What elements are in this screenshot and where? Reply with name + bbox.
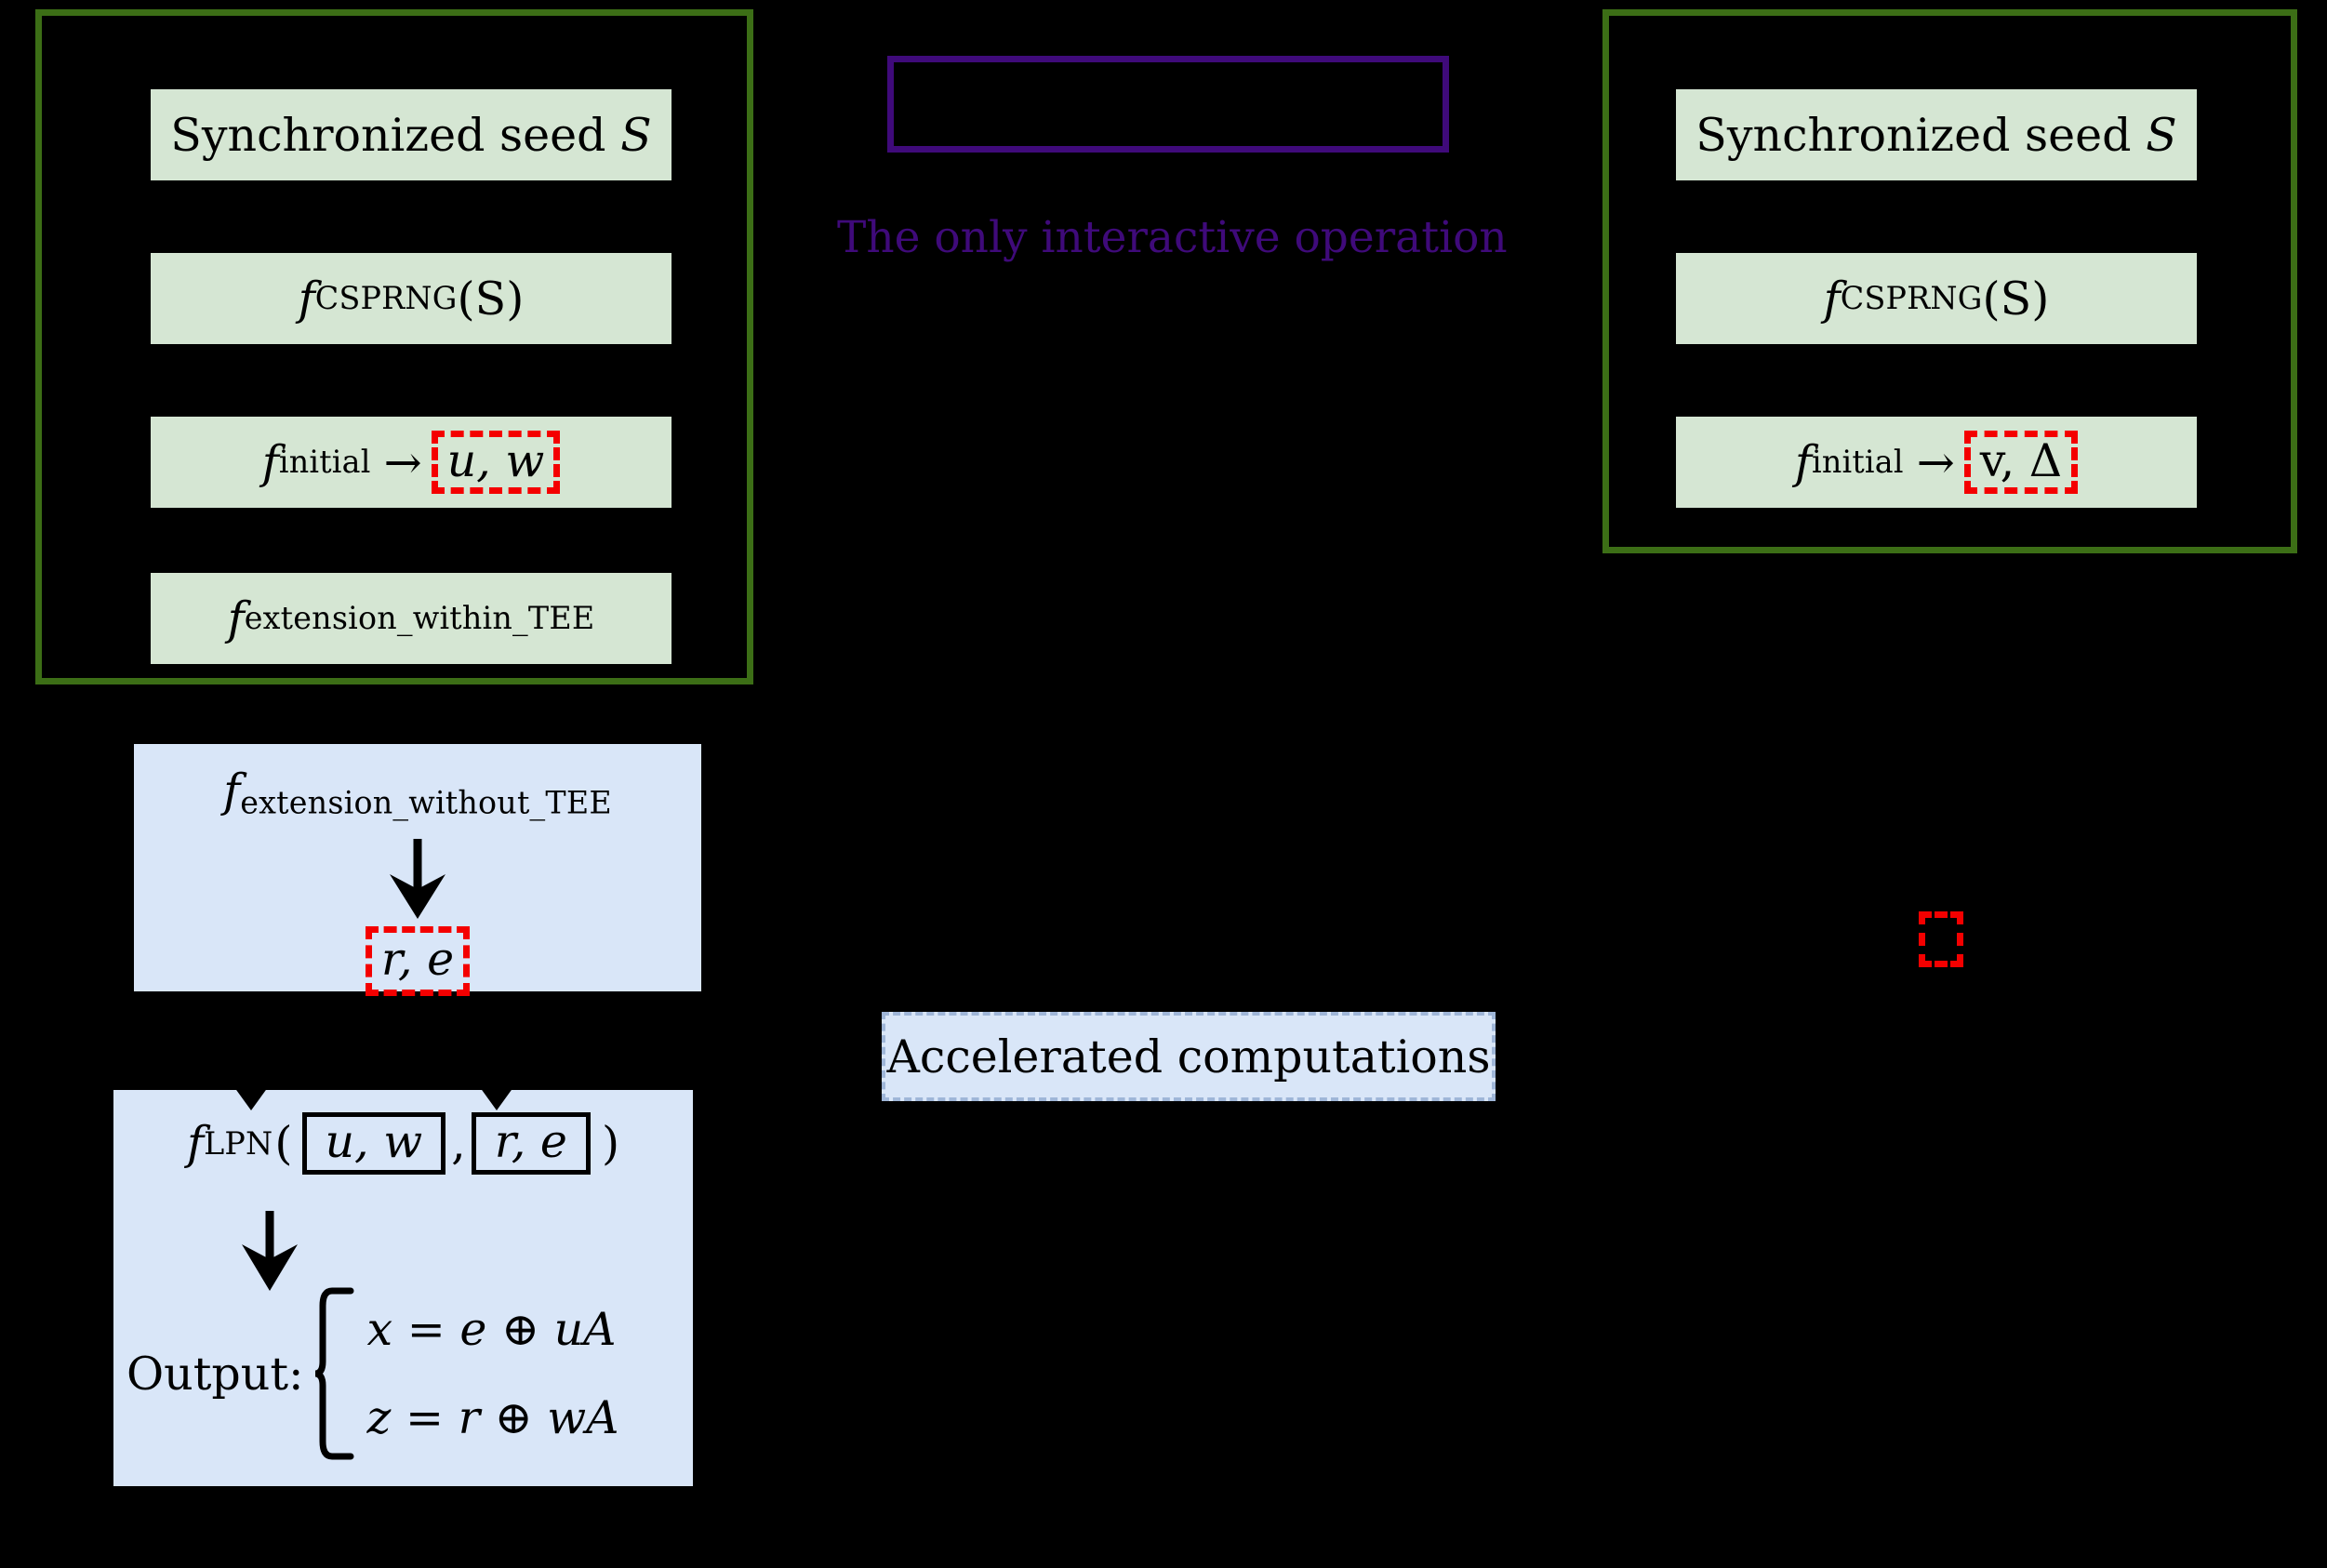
interactive-operation-label: The only interactive operation [837,212,1508,263]
accelerated-computations-label: Accelerated computations [886,1030,1491,1083]
right-party-green-frame [1602,9,2297,553]
right-initial-sub: initial [1811,444,1904,481]
ext-without-sub: extension_without_TEE [240,784,612,821]
left-initial-f: f [261,435,279,489]
interactive-operation-box[interactable] [887,56,1449,153]
left-ext-f: f [227,591,245,645]
right-initial-highlight: v, Δ [1963,431,2079,494]
lpn-output-equations: x = e ⊕ uA z = r ⊕ wA [367,1303,619,1444]
right-csprng-f: f [1823,272,1841,326]
right-seed-text: Synchronized seed [1695,108,2132,162]
left-csprng-f: f [298,272,315,326]
left-seed-var: S [620,108,652,162]
lpn-output-eq-1: x = e ⊕ uA [366,1303,617,1356]
left-initial-arrow-icon: → [383,435,422,489]
right-csprng-arg: (S) [1982,272,2050,326]
lpn-output-eq-2: z = r ⊕ wA [366,1391,619,1444]
right-seed-var: S [2146,108,2177,162]
lpn-arg2-incoming-arrow-icon [469,1075,525,1112]
extension-without-tee-down-arrow-icon [371,837,464,921]
right-synchronized-seed-cell: Synchronized seed S [1676,89,2197,180]
left-party-green-frame [35,9,753,684]
left-initial-highlight: u, w [431,431,561,494]
lpn-output-row: Output: x = e ⊕ uA z = r ⊕ wA [126,1287,685,1460]
left-ext-sub: extension_within_TEE [244,600,595,637]
lpn-down-arrow-icon [223,1209,316,1293]
lpn-close-paren: ) [601,1117,620,1170]
lpn-arg1-incoming-arrow-icon [223,1075,279,1112]
ext-without-highlight: r, e [365,926,471,996]
extension-without-tee-box: fextension_without_TEE r, e [134,744,701,996]
ext-without-result-row: r, e [134,926,701,996]
lpn-open-paren: ( [274,1117,293,1170]
lpn-comma: , [451,1117,466,1170]
right-initial-arrow-icon: → [1916,435,1955,489]
extension-without-tee-label: fextension_without_TEE [134,764,701,820]
lpn-output-brace-icon [313,1287,354,1460]
right-csprng-sub: CSPRNG [1840,280,1983,317]
left-seed-text: Synchronized seed [170,108,606,162]
lpn-sub: LPN [204,1125,273,1162]
right-initial-f: f [1794,435,1812,489]
lpn-f: f [186,1117,205,1170]
left-csprng-sub: CSPRNG [314,280,458,317]
left-initial-sub: initial [278,444,371,481]
accelerated-computations-box: Accelerated computations [882,1012,1496,1101]
ext-without-f: f [223,764,241,817]
right-red-dashed-marker [1919,911,1963,967]
lpn-output-label: Output: [126,1347,304,1401]
lpn-arg1-box: u, w [301,1112,446,1175]
lpn-arg2-box: r, e [471,1112,591,1175]
left-csprng-arg: (S) [457,272,525,326]
left-synchronized-seed-cell: Synchronized seed S [151,89,672,180]
